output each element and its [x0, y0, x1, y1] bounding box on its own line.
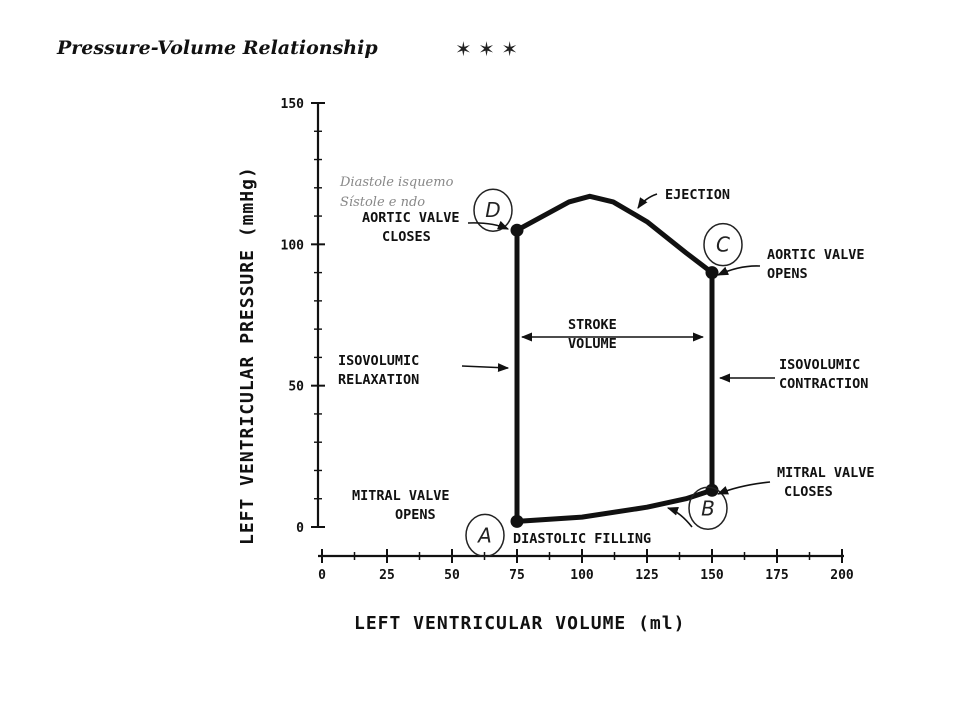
- x-tick-label: 125: [635, 568, 658, 583]
- loop-point-a: [510, 514, 524, 528]
- y-tick-label: 50: [288, 380, 304, 395]
- mitral-valve-opens-label-1: MITRAL VALVE: [352, 488, 450, 504]
- pv-loop-curve: [514, 193, 715, 524]
- star-marks: ✶ ✶ ✶: [455, 37, 518, 61]
- x-tick-label: 75: [509, 568, 525, 583]
- aortic-valve-closes-arrow: [467, 220, 510, 230]
- aortic-valve-opens-label-2: OPENS: [767, 266, 808, 282]
- loop-point-circle-a: [465, 513, 505, 558]
- stroke-volume-label-1: STROKE: [568, 317, 617, 333]
- aortic-valve-opens-label-1: AORTIC VALVE: [767, 247, 865, 263]
- mitral-valve-opens-label-2: OPENS: [395, 507, 436, 523]
- aortic-valve-opens-arrow: [716, 265, 761, 276]
- handwritten-note-line-2: Sístole e ndo: [340, 195, 425, 210]
- x-axis-title: LEFT VENTRICULAR VOLUME (ml): [354, 613, 685, 634]
- loop-point-circle-b: [688, 486, 728, 531]
- y-axis-title: LEFT VENTRICULAR PRESSURE (mmHg): [237, 166, 258, 545]
- loop-point-label-d: D: [485, 198, 500, 222]
- x-tick-label: 175: [765, 568, 788, 583]
- x-tick-label: 0: [318, 568, 326, 583]
- mitral-valve-closes-label-2: CLOSES: [784, 484, 833, 500]
- mitral-valve-closes-arrow: [716, 481, 771, 495]
- y-tick-label: 100: [281, 238, 305, 253]
- x-tick-label: 150: [700, 568, 724, 583]
- aortic-valve-closes-label-1: AORTIC VALVE: [362, 210, 460, 226]
- aortic-valve-closes-label-2: CLOSES: [382, 229, 431, 245]
- loop-point-label-a: A: [476, 523, 492, 547]
- loop-points: A B C D: [465, 188, 743, 558]
- isovolumic-relaxation-arrow: [461, 363, 510, 373]
- loop-point-label-c: C: [716, 233, 730, 257]
- isovolumic-contraction-label-2: CONTRACTION: [779, 376, 868, 392]
- loop-point-label-b: B: [701, 496, 715, 520]
- x-tick-label: 25: [379, 568, 395, 583]
- diastolic-filling-label: DIASTOLIC FILLING: [513, 531, 651, 547]
- page-title: Pressure-Volume Relationship: [56, 37, 378, 59]
- diastolic-filling-arrow: [666, 506, 693, 528]
- y-tick-label: 150: [281, 97, 305, 112]
- x-tick-label: 100: [570, 568, 594, 583]
- x-ticks: 0 25 50 75 100 125 150 175 200: [318, 549, 854, 583]
- x-tick-label: 200: [830, 568, 854, 583]
- loop-point-circle-d: [473, 188, 513, 232]
- isovolumic-contraction-label-1: ISOVOLUMIC: [779, 357, 860, 373]
- loop-point-circle-c: [703, 222, 743, 267]
- annotations: AORTIC VALVE CLOSES EJECTION AORTIC VALV…: [338, 187, 875, 547]
- mitral-valve-closes-label-1: MITRAL VALVE: [777, 465, 875, 481]
- y-ticks: 0 50 100 150: [281, 97, 325, 536]
- ejection-label: EJECTION: [665, 187, 730, 203]
- loop-point-c: [705, 266, 719, 280]
- loop-point-d: [510, 223, 524, 237]
- x-tick-label: 50: [444, 568, 460, 583]
- ejection-arrow: [637, 193, 658, 209]
- isovolumic-relaxation-label-2: RELAXATION: [338, 372, 419, 388]
- y-tick-label: 0: [296, 521, 304, 536]
- isovolumic-relaxation-label-1: ISOVOLUMIC: [338, 353, 419, 369]
- stroke-volume-label-2: VOLUME: [568, 336, 617, 352]
- handwritten-note-line-1: Diastole isquemo: [339, 175, 454, 190]
